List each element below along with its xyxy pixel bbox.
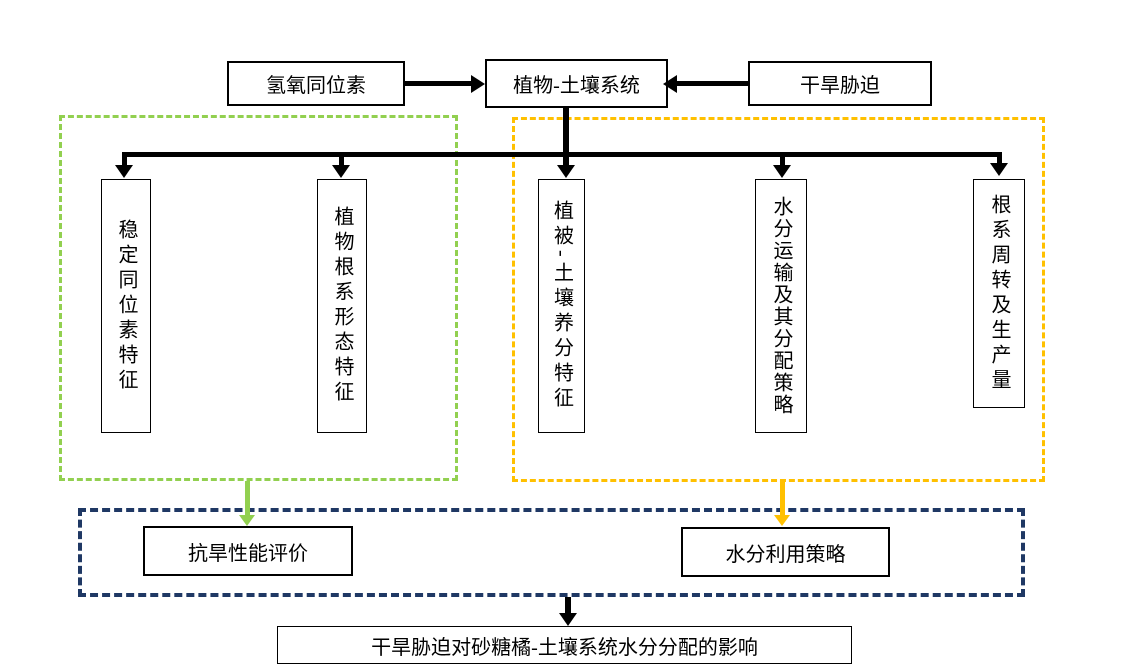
drop-col5-head-icon <box>990 163 1008 176</box>
box-water-use-strategy: 水分利用策略 <box>681 527 890 577</box>
gold-dashed-group-frame <box>512 117 1045 482</box>
column-stable-isotope-features: 稳定同位素特征 <box>101 179 151 433</box>
gold-group-outcome-arrow-line <box>780 482 785 516</box>
box-conclusion-label: 干旱胁迫对砂糖橘-土壤系统水分分配的影响 <box>371 636 758 659</box>
green-group-outcome-arrow-head-icon <box>239 515 255 526</box>
box-plant-soil-system-label: 植物-土壤系统 <box>513 75 640 97</box>
box-drought-stress: 干旱胁迫 <box>748 61 932 106</box>
box-hydrogen-oxygen-isotope: 氢氧同位素 <box>227 61 405 106</box>
drop-col2-line <box>339 152 344 166</box>
column-vegetation-soil-nutrient-features-label: 植被-土壤养分特征 <box>550 200 573 412</box>
green-group-outcome-arrow-line <box>245 481 250 516</box>
gold-group-outcome-arrow-head-icon <box>774 515 790 526</box>
green-dashed-group-frame <box>59 115 458 481</box>
trunk-arrow-head-icon <box>557 165 575 178</box>
arrow-isotope-to-plantsoil-line <box>405 81 473 86</box>
column-water-transport-allocation-label: 水分运输及其分配策略 <box>770 196 792 416</box>
box-conclusion: 干旱胁迫对砂糖橘-土壤系统水分分配的影响 <box>277 626 852 664</box>
conclusion-arrow-head-icon <box>559 613 577 626</box>
box-drought-resistance-evaluation: 抗旱性能评价 <box>143 526 353 576</box>
drop-col4-line <box>780 152 785 166</box>
arrow-drought-to-plantsoil-line <box>677 81 748 86</box>
drop-col4-head-icon <box>773 165 791 178</box>
box-water-use-strategy-label: 水分利用策略 <box>725 543 846 566</box>
arrow-isotope-to-plantsoil-head-icon <box>471 75 485 93</box>
navy-dashed-group-frame <box>78 508 1025 597</box>
column-water-transport-allocation: 水分运输及其分配策略 <box>755 179 807 433</box>
conclusion-arrow-line <box>565 597 571 614</box>
trunk-vertical-line <box>563 108 569 166</box>
column-root-turnover-production: 根系周转及生产量 <box>973 179 1025 408</box>
box-hydrogen-oxygen-isotope-label: 氢氧同位素 <box>266 75 366 97</box>
arrow-drought-to-plantsoil-head-icon <box>663 75 677 93</box>
drop-col2-head-icon <box>332 165 350 178</box>
column-root-morphology-features-label: 植物根系形态特征 <box>331 206 353 406</box>
box-drought-stress-label: 干旱胁迫 <box>800 75 880 97</box>
column-stable-isotope-features-label: 稳定同位素特征 <box>115 218 137 394</box>
box-plant-soil-system: 植物-土壤系统 <box>485 59 668 108</box>
column-root-morphology-features: 植物根系形态特征 <box>317 179 367 433</box>
drop-col1-line <box>122 152 127 166</box>
column-root-turnover-production-label: 根系周转及生产量 <box>988 193 1010 394</box>
drop-col1-head-icon <box>115 165 133 178</box>
box-drought-resistance-evaluation-label: 抗旱性能评价 <box>188 542 308 565</box>
distributor-horizontal-line <box>122 152 1002 157</box>
column-vegetation-soil-nutrient-features: 植被-土壤养分特征 <box>538 179 585 433</box>
drop-col5-line <box>997 152 1002 164</box>
